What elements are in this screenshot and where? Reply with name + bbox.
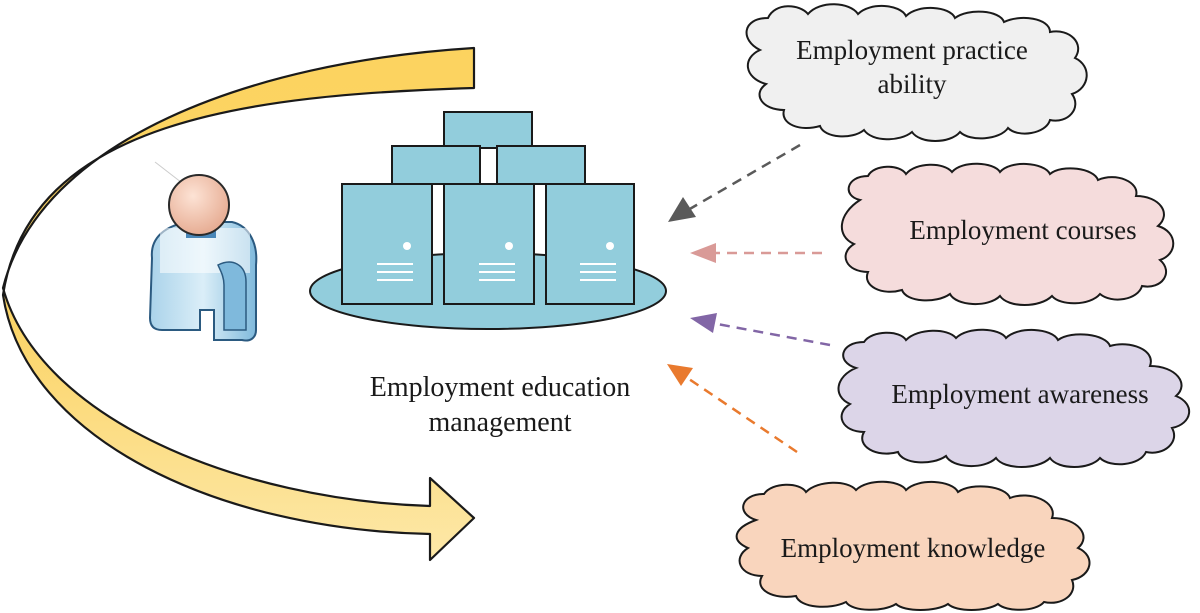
arrow-awareness <box>690 313 831 347</box>
cloud-knowledge <box>735 480 1091 611</box>
server-left <box>341 183 433 305</box>
cloud-practice-label: Employment practice ability <box>752 34 1072 102</box>
cloud-awareness-line1: Employment awareness <box>891 379 1149 409</box>
loop-arrow-icon <box>1 46 476 562</box>
cloud-practice-line2: ability <box>877 68 947 99</box>
cloud-knowledge-line1: Employment knowledge <box>780 533 1046 563</box>
cloud-courses <box>840 162 1175 306</box>
arrow-practice <box>668 143 801 222</box>
cloud-courses-line1: Employment courses <box>909 215 1137 245</box>
cloud-knowledge-label: Employment knowledge <box>740 532 1086 566</box>
server-right <box>545 183 635 305</box>
center-label-line1: Employment education <box>369 372 631 403</box>
arrow-knowledge <box>667 364 798 454</box>
user-icon <box>148 161 258 342</box>
cloud-practice <box>745 3 1088 142</box>
server-cluster-icon <box>309 111 667 330</box>
cloud-awareness <box>837 328 1190 468</box>
cloud-awareness-label: Employment awareness <box>850 378 1190 412</box>
server-middle <box>443 183 535 305</box>
arrow-courses <box>690 243 822 263</box>
cloud-practice-line1: Employment practice <box>796 35 1028 65</box>
cloud-courses-label: Employment courses <box>860 214 1186 248</box>
center-label-line2: management <box>428 407 572 438</box>
center-label: Employment education management <box>330 370 670 440</box>
